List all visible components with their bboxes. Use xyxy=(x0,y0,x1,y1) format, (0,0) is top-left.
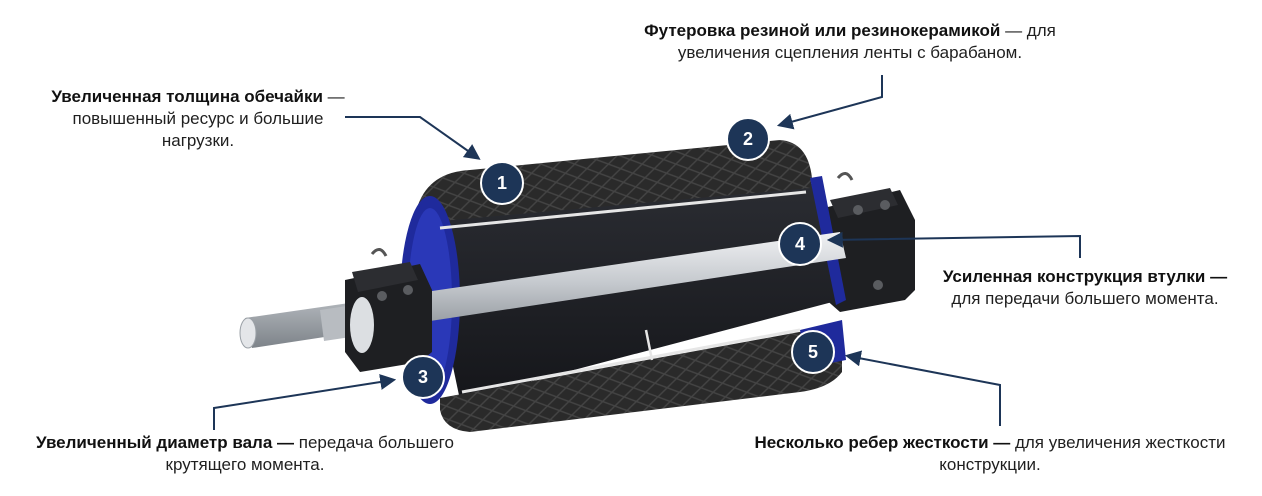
callout-stiffening-ribs: Несколько ребер жесткости — для увеличен… xyxy=(735,432,1245,476)
badge-2-number: 2 xyxy=(743,129,753,149)
leader-2 xyxy=(776,75,883,130)
callout-5-text: для увеличения жесткости конструкции. xyxy=(939,433,1226,474)
callout-3-bold: Увеличенный диаметр вала — xyxy=(36,433,295,452)
callout-3-text: передача большего крутящего момента. xyxy=(165,433,454,474)
badge-1-number: 1 xyxy=(497,173,507,193)
callout-5-bold: Несколько ребер жесткости — xyxy=(754,433,1011,452)
leader-1 xyxy=(345,116,481,160)
leader-lines xyxy=(213,75,1081,430)
callout-shell-thickness: Увеличенная толщина обечайки — повышенны… xyxy=(48,86,348,152)
callout-shaft-diameter: Увеличенный диаметр вала — передача боль… xyxy=(20,432,470,476)
callout-4-text: для передачи большего момента. xyxy=(951,289,1219,308)
badge-5-number: 5 xyxy=(808,342,818,362)
left-bearing-block xyxy=(345,248,432,372)
badge-1: 1 xyxy=(480,161,524,205)
leader-3 xyxy=(213,374,397,430)
badge-2: 2 xyxy=(726,117,770,161)
leader-4 xyxy=(826,231,1081,258)
callout-4-bold: Усиленная конструкция втулки — xyxy=(942,267,1228,286)
callout-2-text: — для увеличения сцепления ленты с бараб… xyxy=(677,21,1056,62)
callout-1-text: — повышенный ресурс и большие нагрузки. xyxy=(72,87,345,150)
badge-4: 4 xyxy=(778,222,822,266)
badge-4-number: 4 xyxy=(795,234,805,254)
badge-3-number: 3 xyxy=(418,367,428,387)
callout-2-bold: Футеровка резиной или резинокерамикой xyxy=(644,21,1001,40)
badge-3: 3 xyxy=(401,355,445,399)
badge-5: 5 xyxy=(791,330,835,374)
callout-hub-design: Усиленная конструкция втулки — для перед… xyxy=(940,266,1230,310)
leader-5 xyxy=(844,350,1001,426)
callout-1-bold: Увеличенная толщина обечайки xyxy=(51,87,323,106)
callout-lagging: Футеровка резиной или резинокерамикой — … xyxy=(600,20,1100,64)
